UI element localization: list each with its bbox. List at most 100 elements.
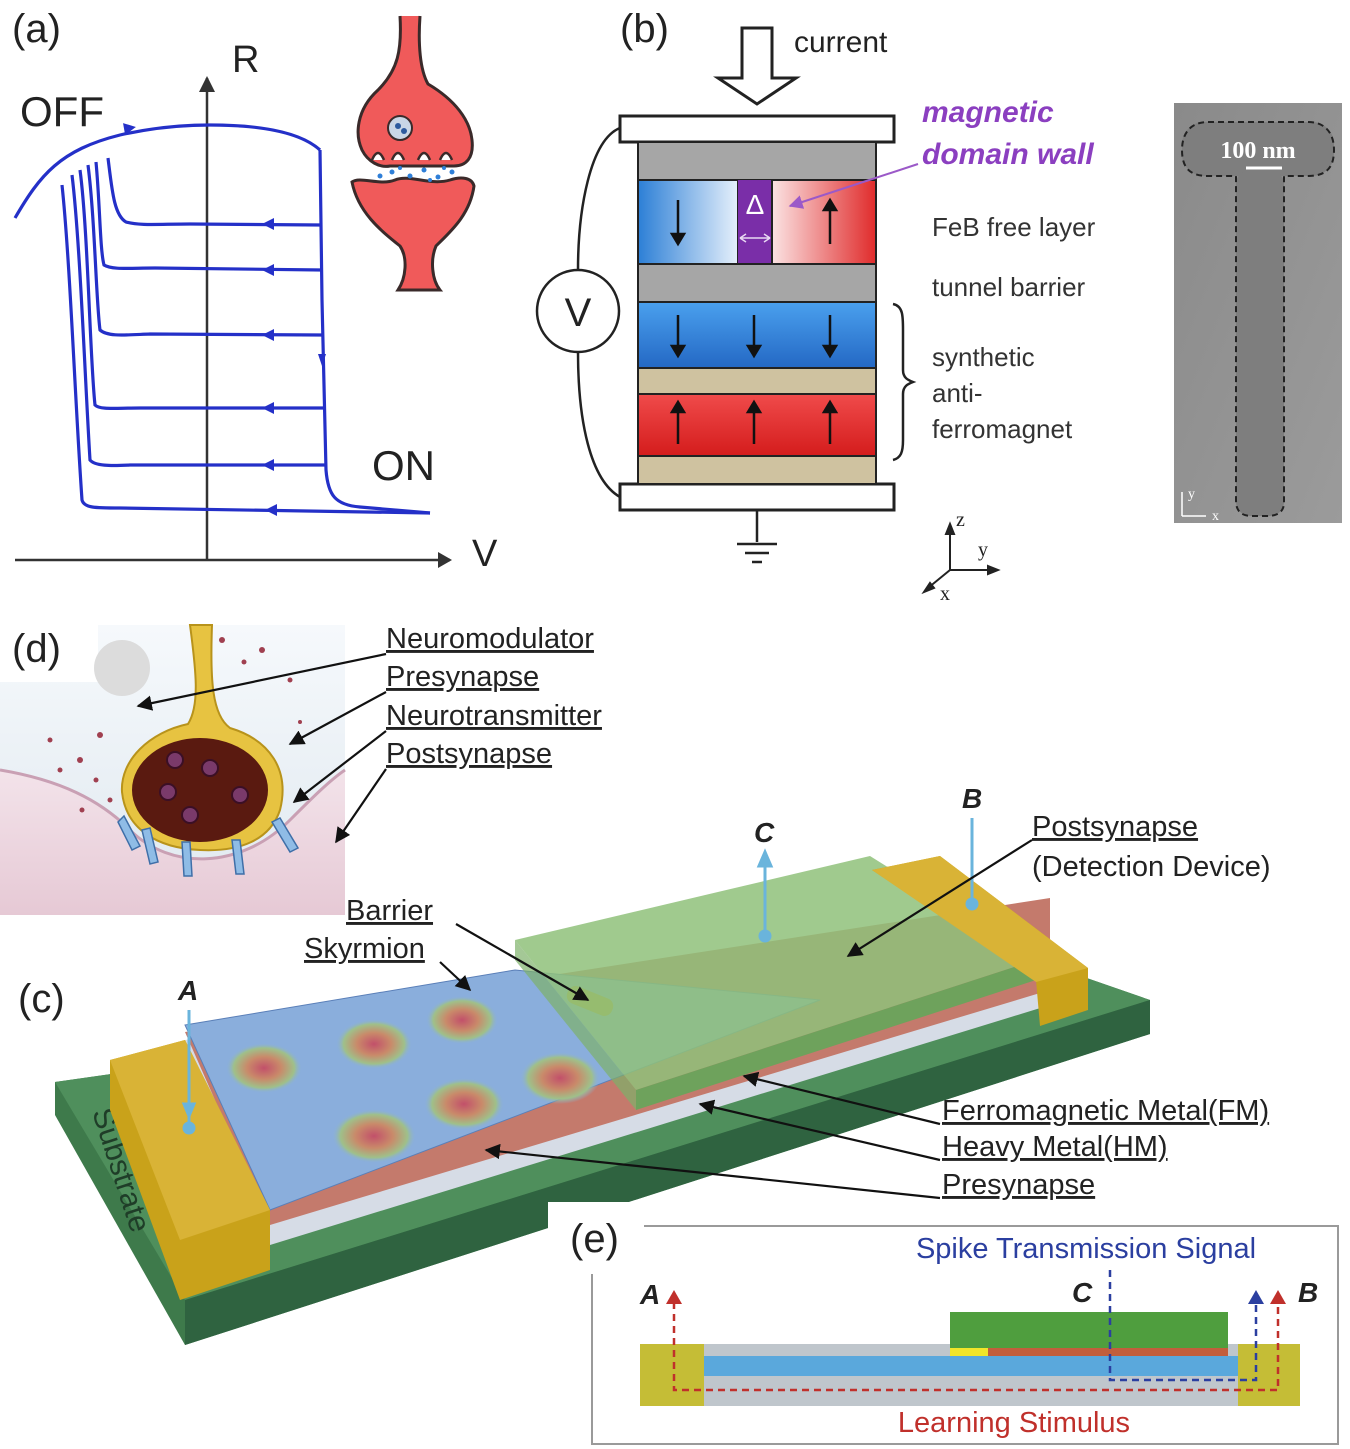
arrow-icon	[262, 329, 274, 341]
wire-top	[576, 126, 621, 271]
barrier-label: Barrier	[346, 895, 433, 927]
background-sphere	[94, 640, 150, 696]
top-electrode	[618, 114, 896, 144]
bouton-interior	[132, 738, 268, 842]
arrow-icon	[123, 123, 136, 135]
domain-wall	[738, 180, 772, 264]
e-electrode-b	[1238, 1344, 1300, 1406]
saf-label-2: anti-	[932, 378, 983, 408]
label-neuromodulator: Neuromodulator	[386, 623, 594, 655]
sem-axis-x: x	[1212, 509, 1219, 524]
free-layer-label: FeB free layer	[932, 212, 1096, 242]
synapse-illustration	[350, 15, 476, 292]
arrow-icon	[318, 354, 326, 366]
panel-b-label: (b)	[620, 7, 669, 51]
reset-branch-5	[106, 157, 322, 227]
current-arrow-icon	[713, 26, 801, 106]
terminal-probes	[181, 818, 979, 1135]
skyrmion-label: Skyrmion	[304, 933, 425, 965]
arrow-icon	[262, 218, 274, 230]
axis-z-label: z	[956, 509, 965, 531]
postsynapse-label-2: (Detection Device)	[1032, 851, 1271, 883]
current-label: current	[794, 26, 888, 59]
arrow-icon	[262, 264, 274, 276]
saf-label-1: synthetic	[932, 342, 1035, 372]
release-sites	[370, 151, 454, 161]
synaptic-vesicles	[159, 751, 249, 824]
reset-branch-1	[70, 174, 325, 468]
panel-b: (b) current Δ	[535, 7, 1342, 605]
free-layer-domain-down	[637, 179, 739, 265]
substrate-front	[185, 1000, 1150, 1345]
sem-nanowire	[1236, 170, 1284, 516]
saf-bottom-layer	[637, 393, 877, 457]
e-fm-contact	[988, 1348, 1228, 1356]
postsynapse-membrane	[0, 770, 345, 915]
e-barrier	[950, 1348, 988, 1356]
skyrmions	[226, 996, 600, 1163]
panel-a-label: (a)	[12, 7, 61, 51]
detector-side	[515, 940, 636, 1110]
curve-arrows	[123, 123, 326, 516]
set-branch	[318, 149, 431, 515]
reset-branch-0	[60, 184, 431, 515]
panel-c: (c) Substrate	[18, 783, 1271, 1345]
presynapse-label-c: Presynapse	[942, 1169, 1095, 1201]
panel-d: (d) Neuromodulator Pr	[0, 620, 602, 915]
label-presynapse-d: Presynapse	[386, 661, 539, 693]
panel-e-label: (e)	[570, 1217, 619, 1261]
off-envelope	[13, 123, 322, 219]
detector-front	[636, 960, 1036, 1110]
vesicle-dot	[395, 123, 401, 129]
v-axis-arrow-icon	[438, 552, 452, 568]
neurotransmitter-dots	[377, 166, 455, 182]
domain-wall-label-1: magnetic	[922, 96, 1054, 129]
presynaptic-terminal	[356, 15, 474, 168]
tunnel-barrier-label: tunnel barrier	[932, 272, 1086, 302]
fm-label: Ferromagnetic Metal(FM)	[942, 1095, 1269, 1127]
panel-a: (a) R V OFF ON	[12, 7, 498, 575]
axis-y-label: y	[978, 539, 988, 561]
postsynapse-label-1: Postsynapse	[1032, 811, 1198, 843]
voltmeter-symbol: V	[565, 291, 592, 335]
saf-top-layer	[637, 301, 877, 369]
delta-symbol: Δ	[746, 189, 765, 220]
sem-outline	[1180, 121, 1336, 517]
v-axis-label: V	[472, 533, 498, 575]
wall-width-icon	[739, 233, 771, 243]
learning-stimulus-label: Learning Stimulus	[898, 1407, 1130, 1439]
free-layer-domain-up	[771, 179, 877, 265]
sem-axis-y: y	[1188, 487, 1195, 502]
voltmeter	[535, 268, 621, 354]
e-terminal-b: B	[1298, 1277, 1318, 1308]
terminal-a-label: A	[177, 975, 198, 1006]
terminal-b-label: B	[962, 783, 982, 814]
panel-c-label: (c)	[18, 977, 65, 1021]
tunnel-barrier-layer	[637, 263, 877, 303]
vesicle-dot	[401, 128, 407, 134]
hysteresis-curves	[13, 123, 431, 515]
panel-c-leaders	[439, 839, 1033, 1200]
bottom-electrode	[618, 482, 896, 512]
arrow-icon	[262, 402, 274, 414]
e-detector	[950, 1312, 1228, 1350]
spin-arrows	[669, 197, 839, 444]
spike-path	[1108, 1270, 1258, 1382]
stimulus-arrow-b-icon	[1270, 1290, 1286, 1304]
stimulus-path	[672, 1302, 1280, 1392]
hm-label: Heavy Metal(HM)	[942, 1131, 1168, 1163]
on-label: ON	[372, 442, 435, 489]
arrow-icon	[265, 504, 277, 516]
r-axis-label: R	[232, 39, 259, 81]
domain-wall-pointer	[788, 163, 919, 209]
receptors	[117, 814, 300, 877]
electrode-b-top	[872, 856, 1088, 982]
wire-bottom	[576, 351, 621, 499]
electrode-a-top	[110, 1040, 270, 1240]
sem-scale-label: 100 nm	[1220, 138, 1295, 164]
panel-e-label-box	[548, 1202, 644, 1274]
stimulus-arrow-a-icon	[666, 1290, 682, 1304]
detector-top	[515, 856, 1036, 1090]
spike-signal-label: Spike Transmission Signal	[916, 1233, 1256, 1265]
panel-d-label: (d)	[12, 627, 61, 671]
